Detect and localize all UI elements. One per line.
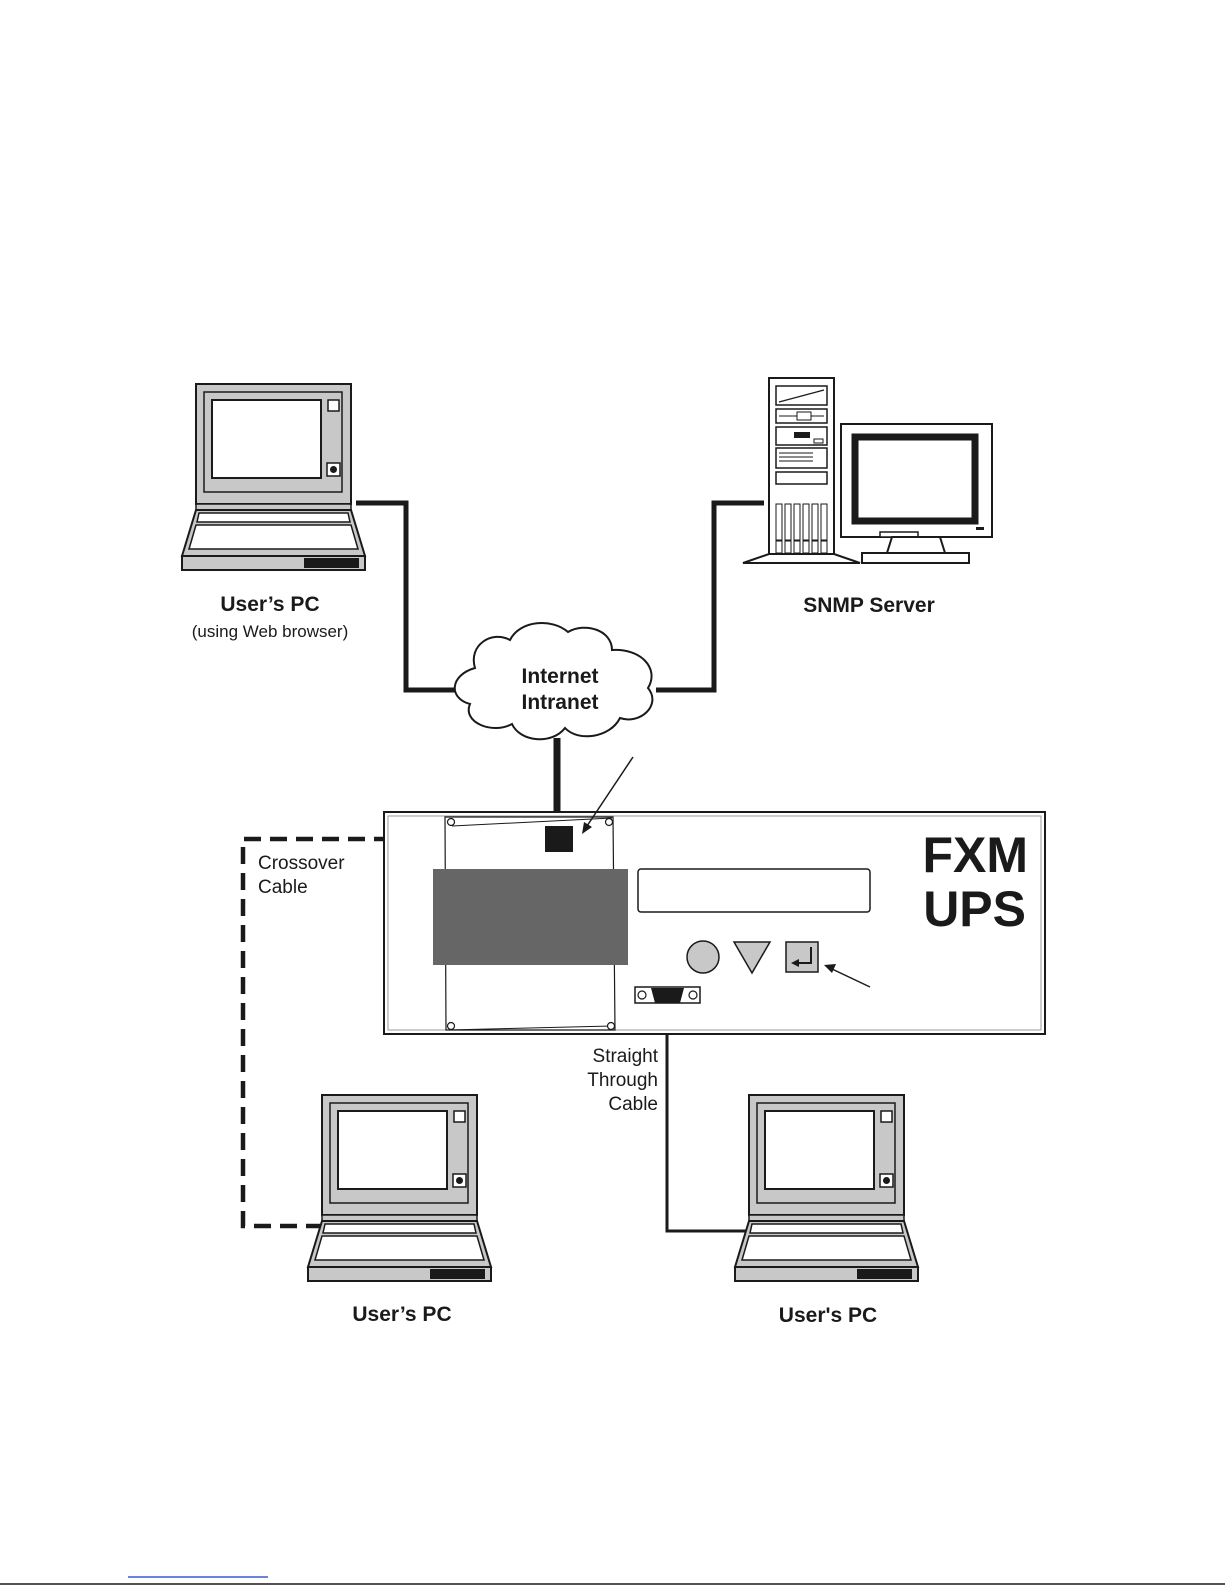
screw-icon bbox=[608, 1023, 615, 1030]
label-bottom-left-pc: User’s PC bbox=[352, 1303, 451, 1326]
ups-round-button-icon bbox=[687, 941, 719, 973]
label-fxm: FXM bbox=[922, 827, 1028, 883]
label-straight-cable: Cable bbox=[608, 1094, 658, 1115]
serial-port-icon bbox=[635, 987, 700, 1003]
ups-lcd-display bbox=[638, 869, 870, 912]
label-through: Through bbox=[587, 1070, 658, 1091]
label-intranet: Intranet bbox=[521, 691, 598, 714]
label-straight: Straight bbox=[593, 1046, 659, 1067]
label-snmp-server: SNMP Server bbox=[803, 594, 935, 617]
label-crossover: Crossover bbox=[258, 853, 345, 874]
snmp-card bbox=[433, 869, 628, 965]
network-port-connector bbox=[545, 826, 573, 852]
label-top-left-pc: User’s PC bbox=[220, 593, 319, 616]
laptop-icon-bottom-right bbox=[735, 1095, 918, 1281]
label-web-browser-note: (using Web browser) bbox=[192, 622, 349, 641]
laptop-icon-top-left bbox=[182, 384, 365, 570]
link-pc-to-cloud bbox=[356, 503, 462, 690]
laptop-icon-bottom-left bbox=[308, 1095, 491, 1281]
server-monitor-icon bbox=[841, 424, 992, 563]
label-bottom-right-pc: User's PC bbox=[779, 1304, 877, 1327]
label-ups: UPS bbox=[923, 881, 1026, 937]
screw-icon bbox=[448, 819, 455, 826]
label-crossover-cable: Cable bbox=[258, 877, 308, 898]
screw-icon bbox=[606, 819, 613, 826]
label-internet: Internet bbox=[521, 665, 598, 688]
ups-enter-button-icon bbox=[786, 942, 818, 972]
screw-icon bbox=[448, 1023, 455, 1030]
link-server-to-cloud bbox=[656, 503, 764, 690]
